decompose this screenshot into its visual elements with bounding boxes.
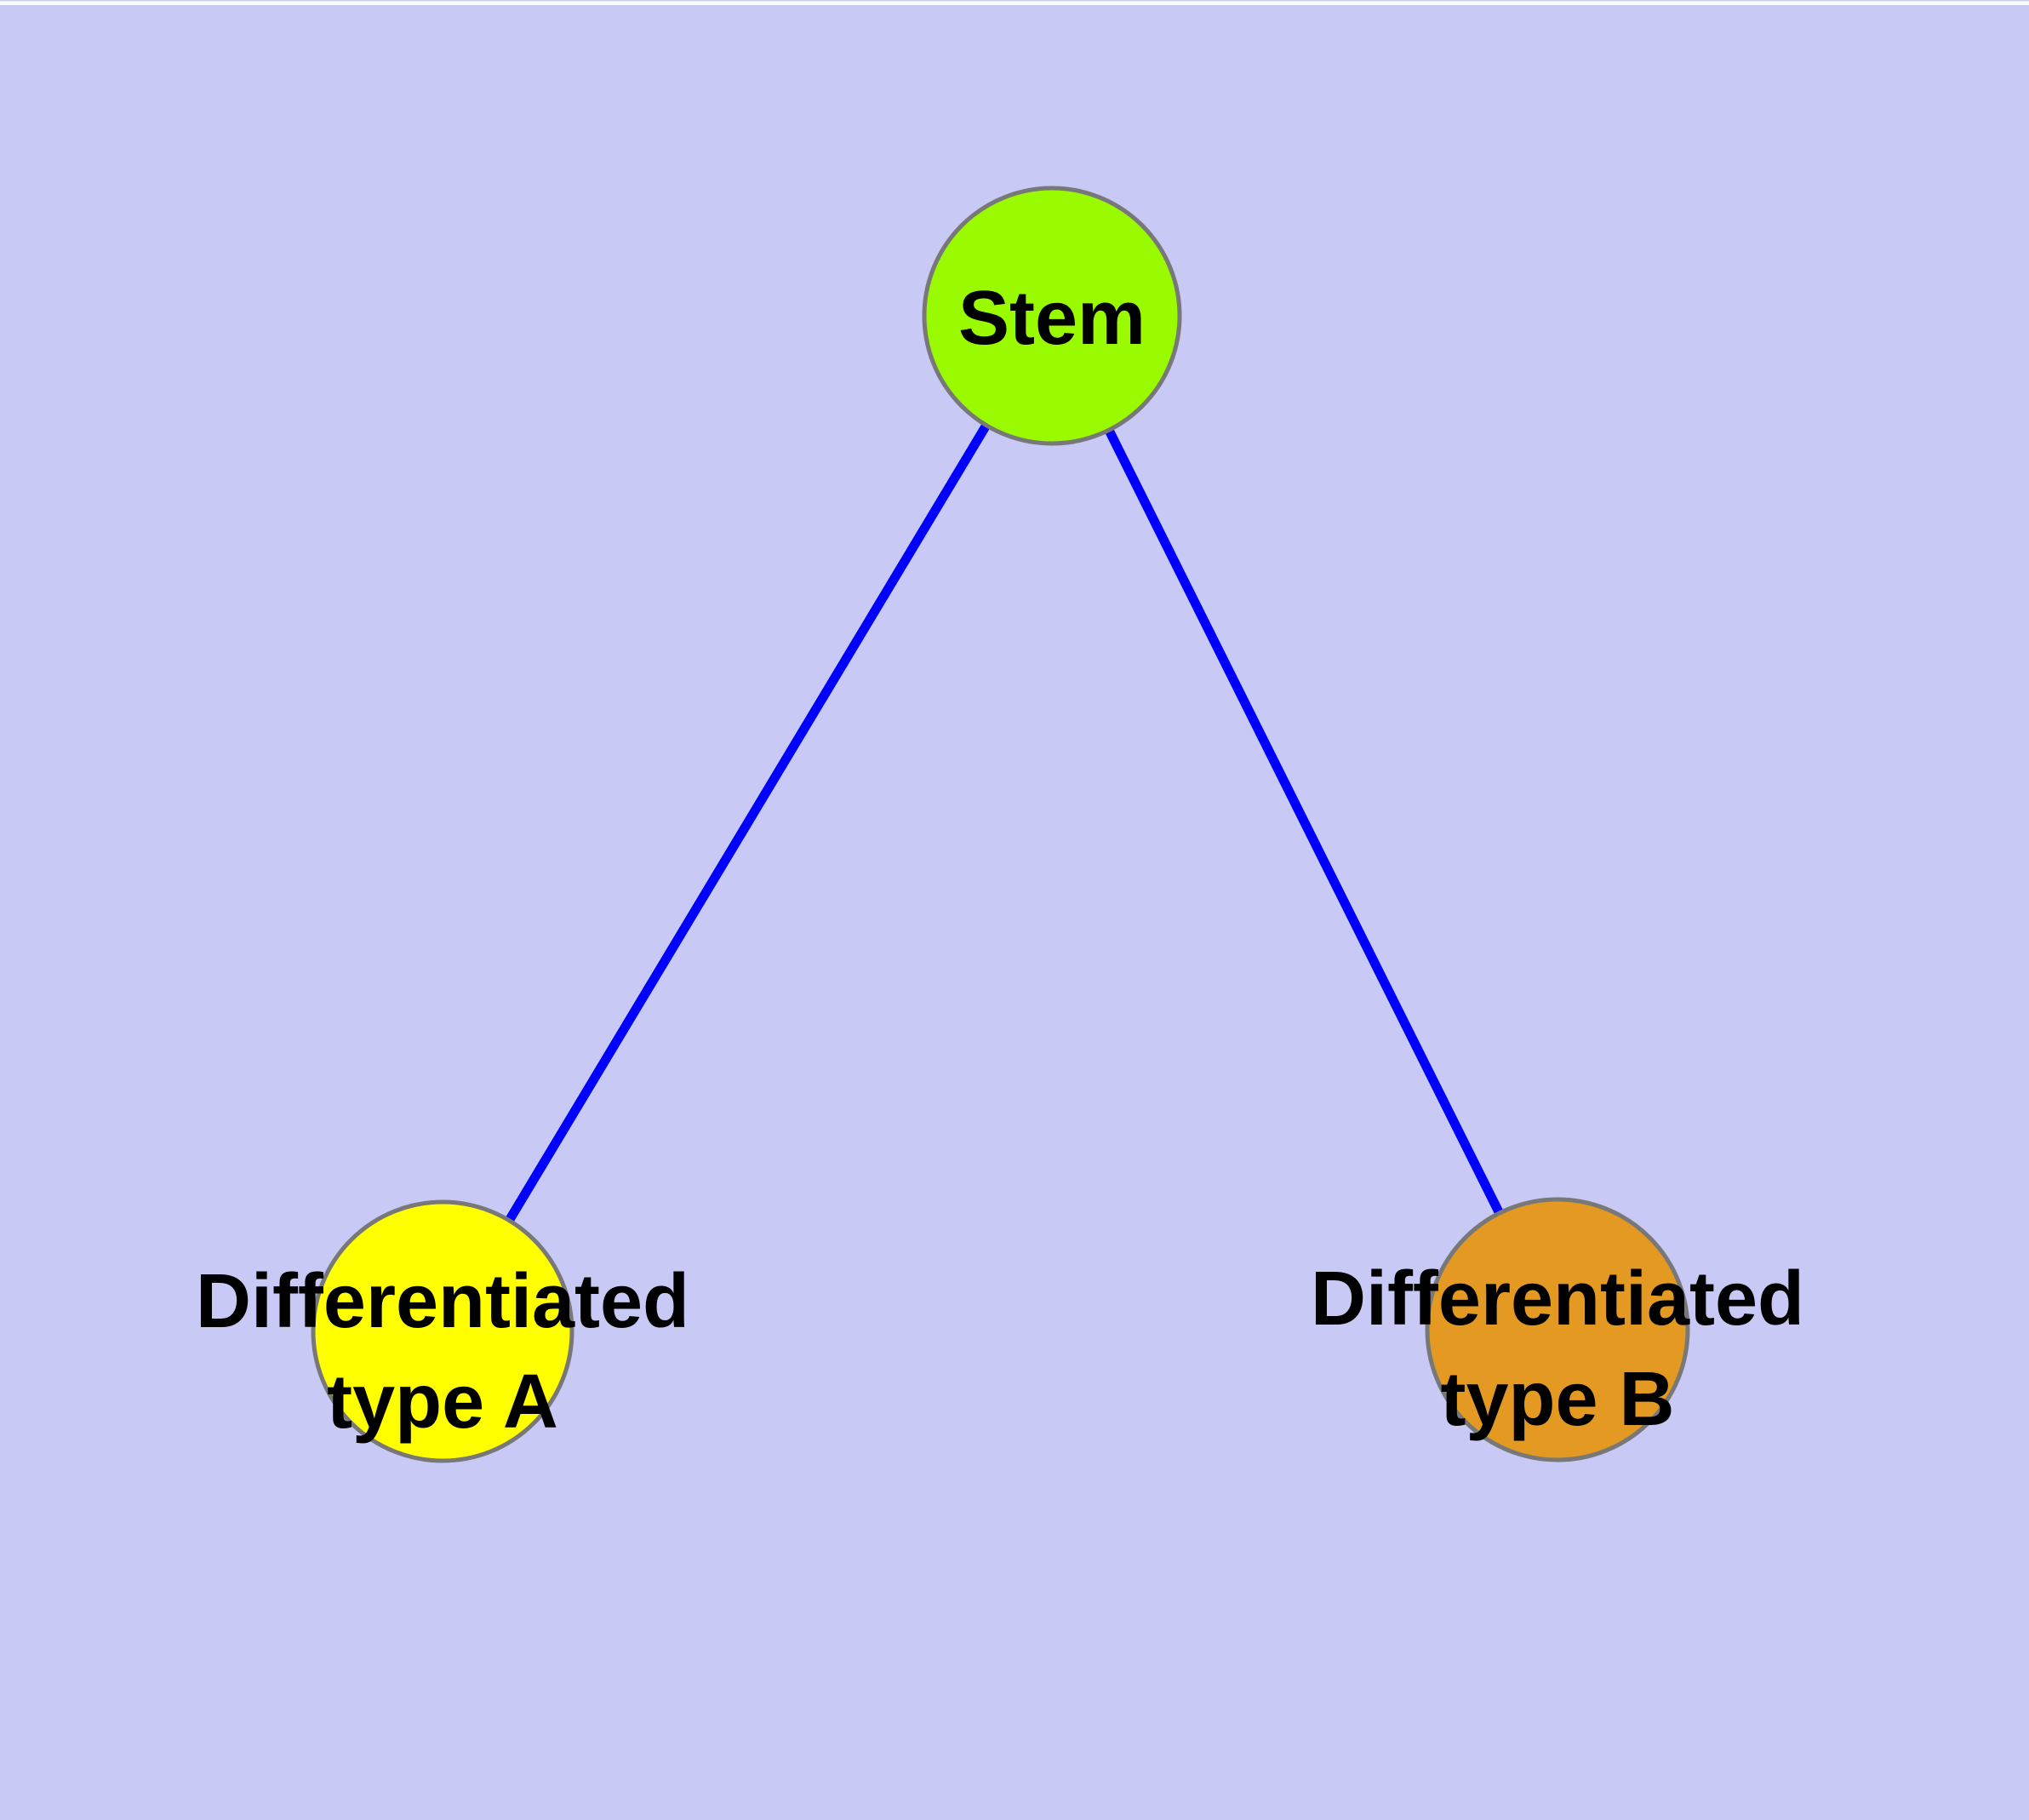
node-differentiated-type-a-circle [311,1199,574,1463]
node-differentiated-type-a-label: Differentiated type A [196,1259,689,1445]
edge-stem-to-differentiated-type-b [1048,313,1562,1332]
node-differentiated-type-a-label-line-1: Differentiated [196,1259,689,1344]
node-stem-label: Stem [958,276,1146,361]
node-stem-circle [922,186,1182,446]
node-differentiated-type-b-label: Differentiated type B [1311,1256,1804,1442]
node-differentiated-type-a-label-line-2: type A [327,1359,558,1445]
node-differentiated-type-b-label-line-1: Differentiated [1311,1256,1804,1342]
edges-layer [438,313,1562,1334]
window-top-edge-line [0,0,2029,2]
node-stem-label-line-1: Stem [958,276,1146,361]
nodes-layer [311,186,1690,1463]
node-differentiated-type-b-label-line-2: type B [1440,1357,1674,1442]
node-differentiated-type-b-circle [1425,1197,1690,1462]
edge-stem-to-differentiated-type-a [438,313,1056,1334]
window-top-white-band [0,1,2029,5]
